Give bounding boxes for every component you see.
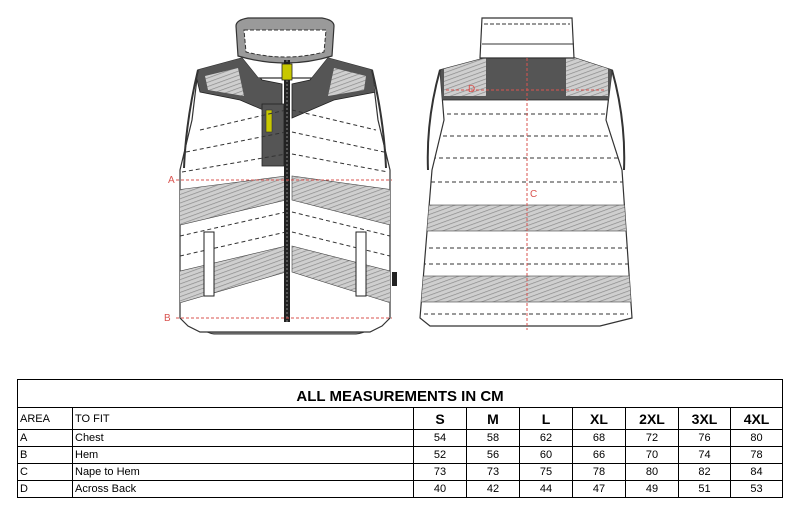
measurement-cell: 74 xyxy=(678,446,731,464)
area-cell: D xyxy=(17,480,73,498)
measurement-cell: 76 xyxy=(678,429,731,447)
to-fit-cell: Hem xyxy=(72,446,414,464)
area-cell: A xyxy=(17,429,73,447)
measurement-cell: 73 xyxy=(466,463,520,481)
size-header: M xyxy=(466,407,520,430)
measurement-cell: 70 xyxy=(625,446,679,464)
measurement-cell: 78 xyxy=(572,463,626,481)
measurement-cell: 84 xyxy=(729,463,784,481)
size-header: 2XL xyxy=(625,407,679,430)
measurement-cell: 58 xyxy=(466,429,520,447)
measurement-cell: 40 xyxy=(413,480,467,498)
measurement-cell: 80 xyxy=(625,463,679,481)
size-header: 4XL xyxy=(729,407,784,430)
measurement-cell: 54 xyxy=(413,429,467,447)
to-fit-header: TO FIT xyxy=(72,407,414,430)
area-cell: C xyxy=(17,463,73,481)
measurement-cell: 73 xyxy=(413,463,467,481)
measurement-cell: 78 xyxy=(729,446,784,464)
area-header: AREA xyxy=(17,407,73,430)
size-header: S xyxy=(413,407,467,430)
back-collar xyxy=(479,17,575,59)
measurement-cell: 42 xyxy=(466,480,520,498)
measurement-cell: 49 xyxy=(625,480,679,498)
measurement-cell: 72 xyxy=(625,429,679,447)
measurement-cell: 53 xyxy=(729,480,784,498)
size-header: XL xyxy=(572,407,626,430)
to-fit-cell: Nape to Hem xyxy=(72,463,414,481)
marker-c-label: C xyxy=(530,189,537,200)
measurement-cell: 60 xyxy=(519,446,573,464)
vest-technical-drawing: A B xyxy=(164,17,633,335)
front-view: A B xyxy=(164,17,397,335)
to-fit-cell: Across Back xyxy=(72,480,414,498)
measurement-cell: 82 xyxy=(678,463,731,481)
table-title: ALL MEASUREMENTS IN CM xyxy=(16,385,784,408)
measurement-cell: 47 xyxy=(572,480,626,498)
size-header: 3XL xyxy=(678,407,731,430)
to-fit-cell: Chest xyxy=(72,429,414,447)
area-cell: B xyxy=(17,446,73,464)
measurement-cell: 75 xyxy=(519,463,573,481)
size-header: L xyxy=(519,407,573,430)
measurement-cell: 44 xyxy=(519,480,573,498)
measurement-cell: 51 xyxy=(678,480,731,498)
measurement-cell: 52 xyxy=(413,446,467,464)
marker-a-label: A xyxy=(168,175,175,186)
measurement-cell: 80 xyxy=(729,429,784,447)
measurement-cell: 66 xyxy=(572,446,626,464)
back-view: D C xyxy=(419,17,633,330)
marker-b-label: B xyxy=(164,313,171,324)
measurement-cell: 62 xyxy=(519,429,573,447)
measurement-cell: 68 xyxy=(572,429,626,447)
marker-d-label: D xyxy=(468,84,475,95)
measurement-cell: 56 xyxy=(466,446,520,464)
